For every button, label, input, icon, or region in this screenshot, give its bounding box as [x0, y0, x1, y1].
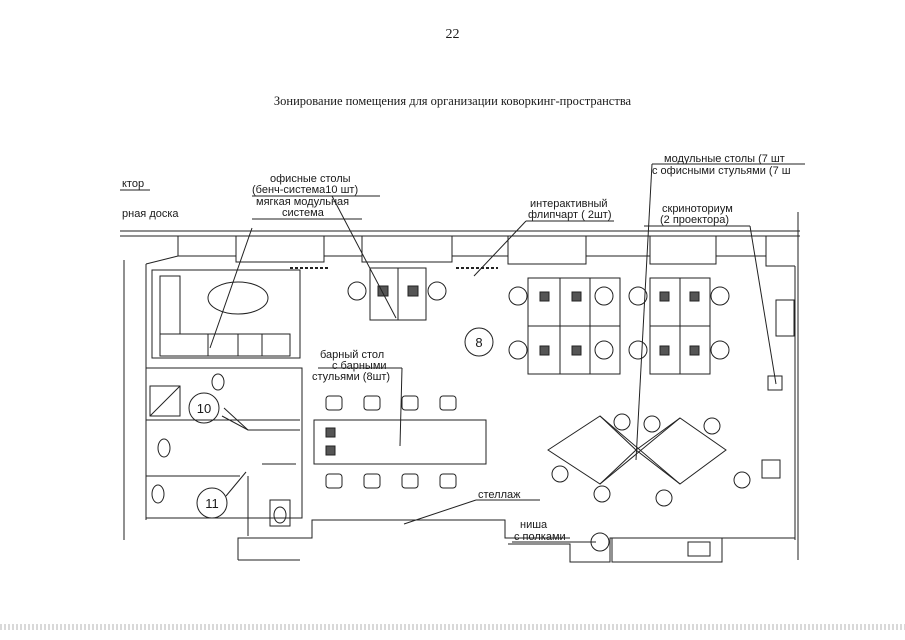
room-number-10: 10	[197, 401, 211, 416]
page-number: 22	[445, 27, 460, 42]
label-flipchart-2: флипчарт ( 2шт)	[528, 209, 612, 221]
label-screen-1: скриноториум	[662, 203, 733, 215]
page-title: Зонирование помещения для организации ко…	[273, 94, 632, 108]
scan-artifact	[0, 624, 905, 630]
label-bar-3: стульями (8шт)	[312, 371, 390, 383]
label-projector-fragment: ктор	[122, 178, 144, 190]
label-flipchart-1: интерактивный	[530, 198, 608, 210]
label-niche-2: с полками	[514, 531, 566, 543]
room-number-11: 11	[205, 496, 219, 511]
label-modular-desks-2: с офисными стульями (7 ш	[652, 165, 791, 177]
label-screen-2: (2 проектора)	[660, 214, 729, 226]
label-soft-modular-1: мягкая модульная	[256, 196, 349, 208]
room-number-8: 8	[475, 335, 482, 350]
label-office-desks-2: (бенч-система10 шт)	[252, 184, 358, 196]
label-niche-1: ниша	[520, 519, 548, 531]
label-bar-1: барный стол	[320, 349, 384, 361]
label-shelf: стеллаж	[478, 489, 521, 501]
label-modular-desks-1: модульные столы (7 шт	[664, 153, 785, 165]
label-board-fragment: рная доска	[122, 208, 179, 220]
label-office-desks-1: офисные столы	[270, 173, 351, 185]
label-soft-modular-2: система	[282, 207, 325, 219]
label-bar-2: с барными	[332, 360, 387, 372]
